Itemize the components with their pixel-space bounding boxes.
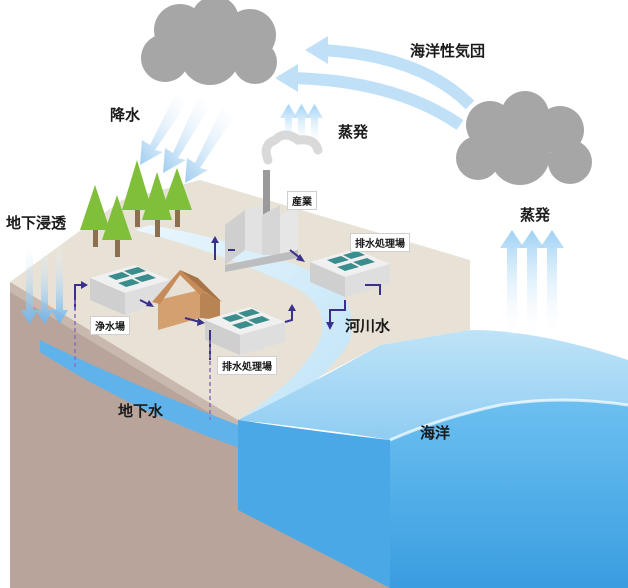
cloud-right	[456, 91, 592, 185]
label-infiltration: 地下浸透	[6, 214, 67, 232]
infiltration-arrows	[21, 240, 68, 324]
evaporation-sea-arrows	[500, 230, 564, 340]
cloud-left	[141, 0, 277, 85]
label-groundwater: 地下水	[118, 402, 164, 420]
label-evaporation-land: 蒸発	[338, 123, 369, 141]
tree-icon	[102, 195, 132, 257]
label-ocean: 海洋	[420, 424, 451, 442]
label-evaporation-sea: 蒸発	[520, 206, 551, 224]
ocean-surface	[238, 330, 628, 440]
trees	[80, 160, 192, 257]
precipitation-arrows	[140, 95, 235, 183]
soil-front-face	[10, 282, 390, 588]
label-wastewater-plant-upper: 排水処理場	[350, 233, 410, 252]
groundwater-band	[40, 340, 240, 448]
ocean	[238, 330, 628, 588]
tree-icon	[122, 160, 152, 227]
label-precipitation: 降水	[110, 106, 141, 124]
tree-icon	[80, 185, 110, 247]
river	[135, 225, 352, 425]
dashed-pipes	[74, 300, 211, 420]
label-river: 河川水	[345, 317, 391, 335]
factory-icon	[225, 130, 323, 272]
evaporation-land-arrows	[280, 104, 323, 148]
maritime-air-arrows	[275, 36, 475, 130]
flow-arrows	[74, 236, 381, 360]
ocean-front-face	[238, 420, 390, 588]
wastewater-plant-upper-icon	[310, 249, 390, 297]
label-purification-plant: 浄水場	[90, 316, 130, 335]
label-wastewater-plant-lower: 排水処理場	[217, 356, 277, 375]
label-industry: 産業	[287, 191, 317, 210]
ocean-body	[390, 400, 628, 588]
wastewater-plant-lower-icon	[205, 307, 285, 355]
label-maritime-air-mass: 海洋性気団	[410, 42, 486, 60]
tree-icon	[162, 168, 192, 227]
purification-plant-icon	[90, 265, 170, 315]
